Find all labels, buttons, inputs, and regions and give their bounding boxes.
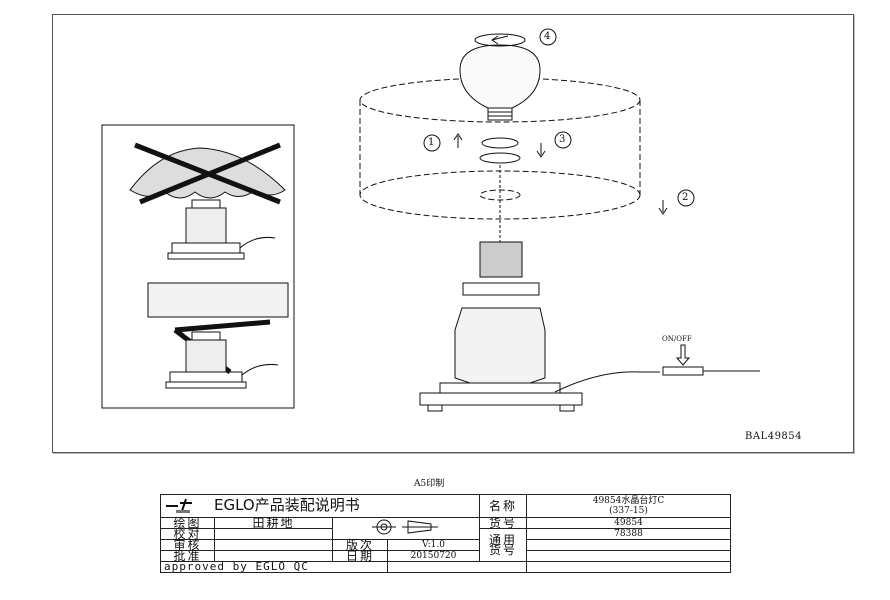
wrong-shade-crossed: [129, 142, 286, 205]
review-value: [214, 539, 333, 551]
title-block: EGLO产品装配说明书 名称 49854水晶台灯C(337-15) 绘图 田耕地…: [160, 494, 731, 573]
date-value: 20150720: [387, 550, 480, 562]
item-no-value: 49854: [526, 517, 731, 529]
blank-cell-2: [526, 561, 731, 573]
shade-ring: [479, 137, 521, 164]
drawing-code: BAL49854: [745, 431, 803, 442]
general-value: 78388: [526, 528, 731, 540]
wrong-assembly-inset: [101, 124, 295, 409]
lamp-base-small-1: [167, 199, 276, 260]
projection-symbol-icon: [372, 519, 438, 535]
general-item-no-label: 通用货号: [479, 528, 527, 562]
approved-by: approved by EGLO QC: [160, 561, 388, 573]
date-label: 日期: [332, 550, 388, 562]
lamp-base-small-2: [165, 331, 279, 389]
step-3-label: 3: [559, 134, 566, 145]
item-no-label: 货号: [479, 517, 527, 529]
checked-label: 校对: [160, 528, 215, 540]
projection-symbol: [332, 517, 480, 540]
step-1-label: 1: [428, 137, 435, 148]
general-label-line-1: 通用: [488, 533, 517, 547]
step-markers: [423, 28, 695, 207]
drawing-frame: [52, 14, 854, 453]
version-label: 版次: [332, 539, 388, 551]
general-value-2: [526, 539, 731, 551]
light-bulb: [459, 33, 541, 121]
name-value-line-1: 49854水晶台灯C: [592, 496, 665, 506]
general-label-line-2: 货号: [488, 543, 517, 557]
switch-arrow-icon: [675, 344, 691, 366]
name-value-line-2: (337-15): [609, 506, 648, 516]
eglo-logo-icon: [166, 498, 192, 513]
direction-arrows: [453, 35, 668, 215]
name-value: 49854水晶台灯C(337-15): [526, 494, 731, 518]
switch-label: ON/OFF: [662, 335, 692, 343]
brand-title-cell: EGLO产品装配说明书: [160, 494, 480, 518]
step-4-label: 4: [544, 31, 551, 42]
general-value-3: [526, 550, 731, 562]
wrong-shade-crossed-2: [147, 282, 289, 374]
print-note: A5印制: [414, 479, 445, 489]
checked-value: [214, 528, 333, 540]
blank-cell: [387, 561, 527, 573]
drawn-value: 田耕地: [214, 517, 333, 529]
lamp-base: [419, 241, 760, 412]
version-value: V:1.0: [387, 539, 480, 551]
step-2-label: 2: [682, 192, 689, 203]
name-label: 名称: [479, 494, 527, 518]
brand-title: EGLO产品装配说明书: [214, 496, 360, 514]
